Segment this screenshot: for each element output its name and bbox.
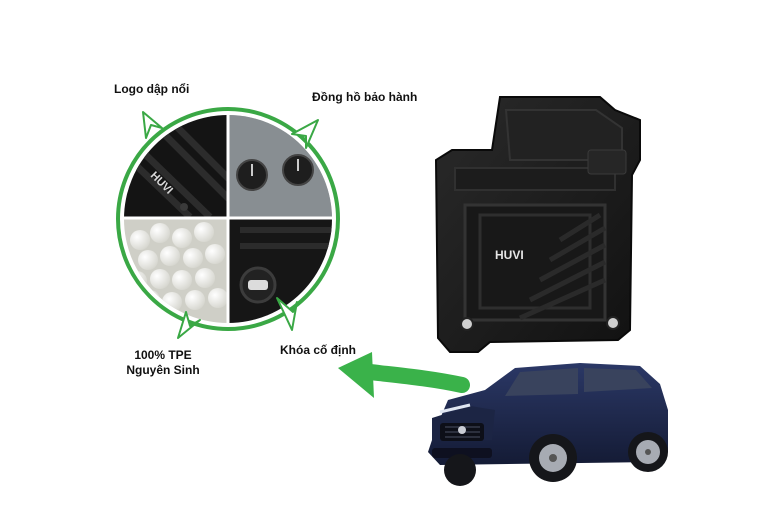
warranty-clock-callout-label: Đồng hồ bảo hành [312,90,418,104]
car-image [428,363,668,486]
mat-logo: HUVI [495,248,524,262]
logo-callout-label: Logo dập nổi [114,82,190,96]
pointer-arrow-icon [142,111,319,339]
floor-mat: HUVI [434,96,641,353]
detail-circle: HUVI [116,107,340,331]
warranty-clock-photo [229,115,332,217]
material-label-line2: Nguyên Sinh [126,363,200,377]
curved-arrow-icon [338,352,470,398]
material-label-line1: 100% TPE [134,348,192,362]
material-callout-label: 100% TPE Nguyên Sinh [118,348,208,378]
lock-callout-label: Khóa cố định [280,343,356,357]
